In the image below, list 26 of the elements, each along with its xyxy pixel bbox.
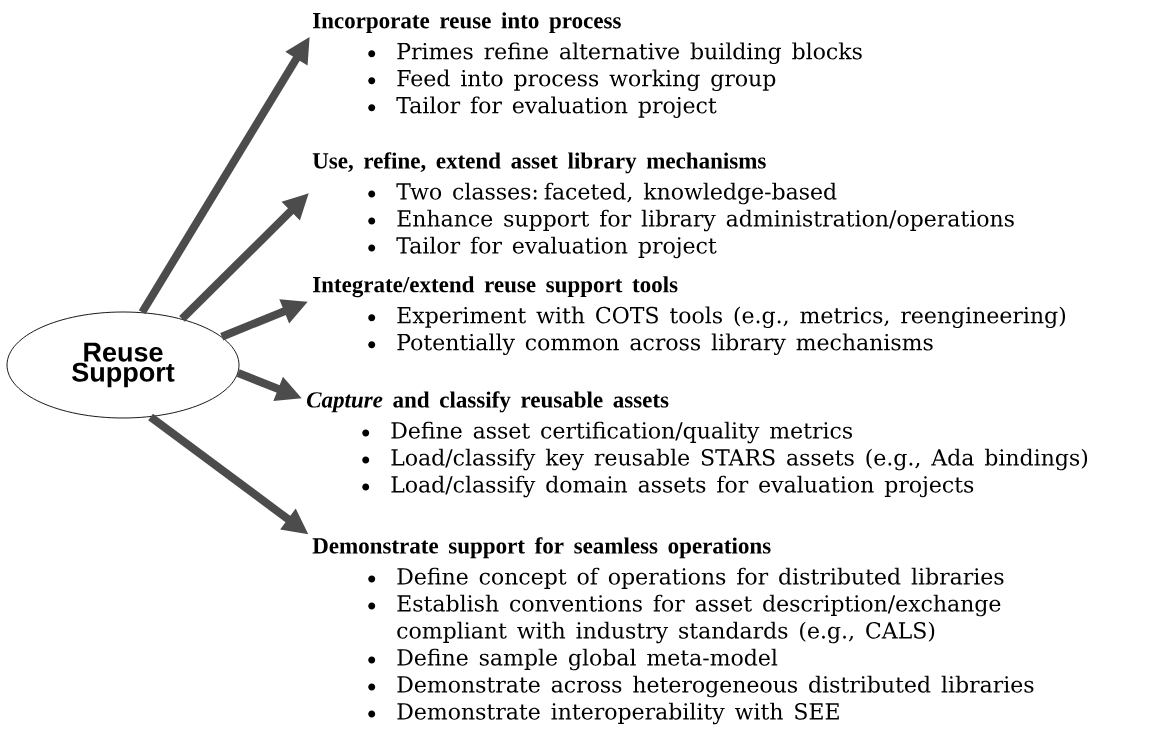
bullet-list	[312, 152, 1014, 259]
heading: Integrate/extend reuse support tools	[313, 276, 678, 298]
heading: Demonstrate support for seamless operations	[312, 537, 771, 559]
bullet-item: Demonstrate interoperability with SEE	[397, 702, 839, 725]
bullet-list	[307, 391, 1088, 498]
bullet-item: Define sample global meta-model	[397, 648, 778, 671]
bullet-item: Load/classify domain assets for evaluation projects	[391, 475, 974, 498]
bullet-item: Define asset certification/quality metrics	[391, 421, 852, 444]
bullet-list	[312, 537, 1034, 725]
bullet-item: Tailor for evaluation project	[396, 96, 717, 119]
bullet-item: Tailor for evaluation project	[396, 236, 717, 259]
bullet-item: Two classes: faceted, knowledge-based	[396, 182, 837, 205]
bullet-item: Potentially common across library mechanisms	[397, 333, 933, 356]
heading: Capture and classify reusable assets	[307, 391, 669, 413]
bullet-item: Load/classify key reusable STARS assets (e.g., Ada bindings)	[391, 448, 1088, 471]
bullet-item: Primes refine alternative building blocks	[397, 42, 862, 65]
bullet-item: Enhance support for library administration/operations	[397, 209, 1014, 232]
bullet-item: Experiment with COTS tools (e.g., metrics, reengineering)	[397, 306, 1065, 329]
heading: Incorporate reuse into process	[313, 12, 621, 34]
bullet-item: Feed into process working group	[397, 69, 776, 92]
bullet-item: Demonstrate across heterogeneous distributed libraries	[397, 675, 1034, 698]
bullet-item: Establish conventions for asset description/exchange compliant with industry standards (e.g., CALS)	[397, 594, 1001, 644]
bullet-item: Define concept of operations for distributed libraries	[397, 567, 1004, 589]
bullet-list	[313, 12, 862, 119]
bullet-list	[313, 276, 1065, 356]
heading: Use, refine, extend asset library mechanisms	[312, 152, 766, 174]
